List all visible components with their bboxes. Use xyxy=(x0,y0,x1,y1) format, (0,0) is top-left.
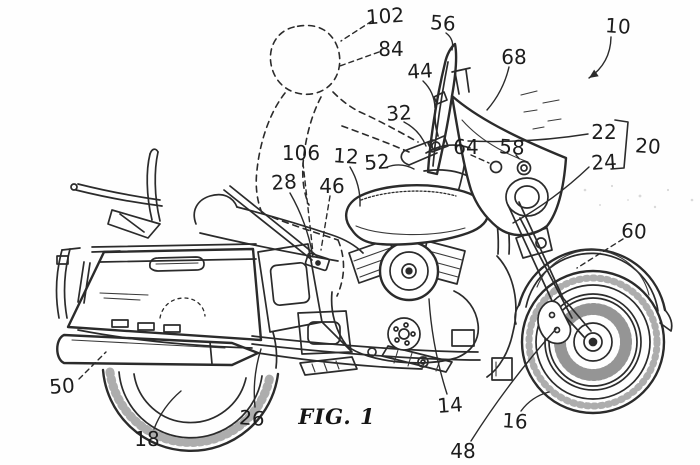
leader-18 xyxy=(153,390,182,430)
gauge-64 xyxy=(489,160,503,174)
ref-numeral-106: 106 xyxy=(282,141,320,165)
leader-16 xyxy=(520,391,550,412)
ref-numeral-10: 10 xyxy=(604,13,631,39)
gauge-58 xyxy=(516,160,532,176)
ref-numeral-14: 14 xyxy=(436,392,463,418)
group-bracket-20 xyxy=(610,119,629,170)
ref-numeral-64: 64 xyxy=(453,135,478,159)
ref-numeral-28: 28 xyxy=(270,169,297,195)
ref-numeral-24: 24 xyxy=(590,149,617,175)
arrowhead-10 xyxy=(589,69,599,78)
ref-numeral-84: 84 xyxy=(378,37,403,61)
ref-numeral-22: 22 xyxy=(591,120,616,144)
leader-22 xyxy=(467,133,589,143)
front-fairing xyxy=(450,94,568,259)
leader-64 xyxy=(470,154,490,164)
leader-24 xyxy=(512,166,590,224)
ref-numeral-56: 56 xyxy=(429,10,456,36)
figure-caption: FIG. 1 xyxy=(297,404,375,429)
leader-48 xyxy=(470,328,557,442)
fuel-tank xyxy=(344,184,490,246)
ref-numeral-58: 58 xyxy=(498,134,525,160)
ref-numeral-68: 68 xyxy=(501,45,526,69)
brake-caliper xyxy=(537,300,572,345)
leader-68 xyxy=(486,66,510,111)
leader-60 xyxy=(576,238,624,269)
leader-44 xyxy=(422,80,436,109)
leader-56 xyxy=(445,32,454,51)
ref-numeral-20: 20 xyxy=(634,133,661,159)
leader-10 xyxy=(588,36,612,79)
paper-noise xyxy=(583,184,694,209)
ref-numeral-16: 16 xyxy=(501,408,528,434)
ref-numeral-32: 32 xyxy=(385,100,412,126)
leader-46 xyxy=(320,195,331,251)
front-fender xyxy=(514,248,673,332)
saddlebag xyxy=(66,243,323,349)
front-wheel xyxy=(520,269,666,415)
airflow-dashes xyxy=(520,90,562,130)
leader-84 xyxy=(336,51,380,68)
ref-numeral-102: 102 xyxy=(365,3,405,30)
engine xyxy=(297,238,480,376)
ref-numeral-48: 48 xyxy=(450,439,475,463)
rear-rack xyxy=(70,148,163,239)
leader-106 xyxy=(302,162,314,254)
ref-numeral-44: 44 xyxy=(406,58,433,84)
ref-numeral-12: 12 xyxy=(332,143,359,169)
brake-lever xyxy=(434,96,439,137)
seat xyxy=(193,185,364,272)
ref-numeral-52: 52 xyxy=(363,149,390,175)
phantom-rider-outline xyxy=(255,24,419,297)
leader-26 xyxy=(253,348,262,408)
leader-52 xyxy=(386,164,415,170)
ref-numeral-60: 60 xyxy=(620,218,647,244)
leader-14 xyxy=(428,298,448,395)
ref-numeral-46: 46 xyxy=(319,174,344,198)
leader-58 xyxy=(515,154,523,163)
leader-50 xyxy=(78,351,107,380)
headlamp xyxy=(505,177,549,217)
leader-28 xyxy=(289,192,314,258)
rear-fender xyxy=(55,247,81,319)
leader-32 xyxy=(403,121,427,147)
leader-102 xyxy=(340,20,373,42)
ref-numeral-18: 18 xyxy=(134,427,159,451)
ref-numeral-50: 50 xyxy=(48,373,75,399)
leader-12 xyxy=(349,166,361,207)
handlebar-controls xyxy=(400,91,471,166)
ref-numeral-26: 26 xyxy=(238,405,265,431)
